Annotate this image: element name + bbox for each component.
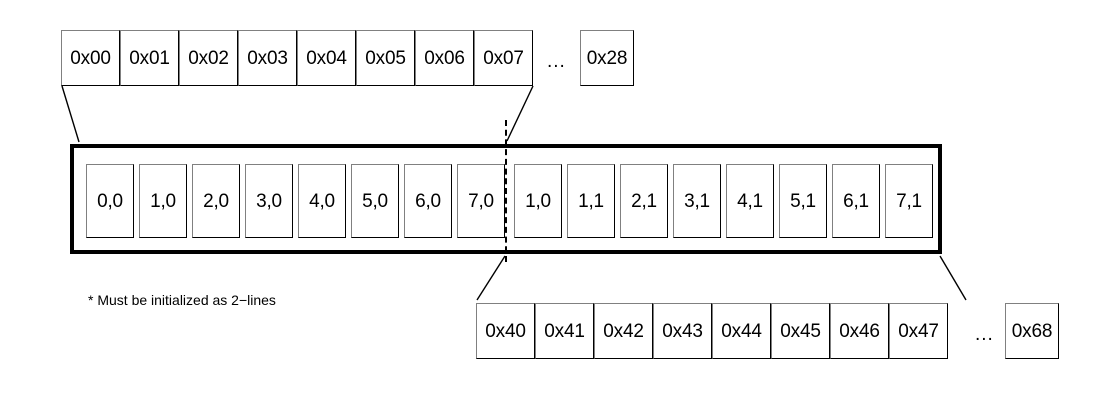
buffer-cell: 2,1 xyxy=(620,164,668,238)
buffer-cell: 1,1 xyxy=(567,164,615,238)
bottom-address-cell: 0x42 xyxy=(594,303,653,359)
bottom-address-cell: 0x43 xyxy=(653,303,712,359)
buffer-cell: 0,0 xyxy=(86,164,134,238)
buffer-cell: 2,0 xyxy=(192,164,240,238)
top-address-cell: 0x03 xyxy=(238,30,297,86)
top-address-cell: 0x00 xyxy=(61,30,120,86)
bottom-address-cell: 0x45 xyxy=(771,303,830,359)
buffer-cell: 1,0 xyxy=(514,164,562,238)
buffer-cell: 5,0 xyxy=(351,164,399,238)
top-address-cell: 0x01 xyxy=(120,30,179,86)
bottom-address-cell: 0x46 xyxy=(830,303,889,359)
buffer-cell: 1,0 xyxy=(139,164,187,238)
bottom-address-cell: 0x47 xyxy=(889,303,948,359)
bottom-address-cell: 0x40 xyxy=(476,303,535,359)
connector-bottom-left xyxy=(476,255,506,301)
bottom-row-ellipsis: ... xyxy=(975,324,994,345)
buffer-cell: 6,0 xyxy=(404,164,452,238)
top-address-cell: 0x02 xyxy=(179,30,238,86)
buffer-cell: 6,1 xyxy=(832,164,880,238)
connector-top-left xyxy=(61,85,80,143)
top-address-cell: 0x06 xyxy=(415,30,474,86)
connector-top-right xyxy=(506,85,534,142)
top-row-ellipsis: ... xyxy=(547,51,566,72)
top-address-cell: 0x04 xyxy=(297,30,356,86)
bottom-address-cell: 0x44 xyxy=(712,303,771,359)
buffer-cell: 4,0 xyxy=(298,164,346,238)
buffer-cell: 3,1 xyxy=(673,164,721,238)
bottom-address-cell: 0x41 xyxy=(535,303,594,359)
buffer-cell: 7,1 xyxy=(885,164,933,238)
buffer-cell: 5,1 xyxy=(779,164,827,238)
top-address-cell: 0x07 xyxy=(474,30,533,86)
buffer-cell: 4,1 xyxy=(726,164,774,238)
top-address-last-cell: 0x28 xyxy=(580,30,634,86)
connector-bottom-right xyxy=(939,255,967,301)
buffer-cell: 7,0 xyxy=(457,164,505,238)
top-address-cell: 0x05 xyxy=(356,30,415,86)
bottom-address-last-cell: 0x68 xyxy=(1005,303,1059,359)
footnote-text: * Must be initialized as 2−lines xyxy=(88,292,276,308)
line-split-divider xyxy=(505,120,507,262)
buffer-cell: 3,0 xyxy=(245,164,293,238)
